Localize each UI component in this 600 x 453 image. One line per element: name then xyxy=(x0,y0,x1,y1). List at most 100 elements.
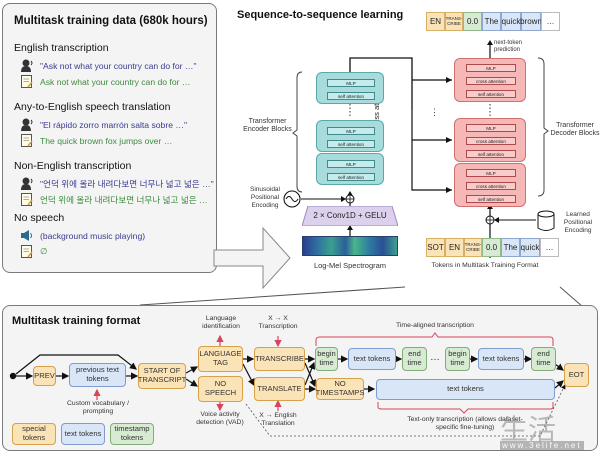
ellipsis: … xyxy=(430,352,440,363)
language-id-annotation: Language identification xyxy=(202,315,240,331)
transcript-row: The quick brown fox jumps over … xyxy=(20,134,172,147)
token: quick xyxy=(501,12,521,31)
prev-node: PREV xyxy=(33,366,56,386)
decoder-block-top: MLP cross attention self attention xyxy=(454,58,526,102)
audio-sample-row: "El rápido zorro marrón salta sobre …" xyxy=(20,118,187,131)
transcript-text: ∅ xyxy=(40,246,48,256)
token: brown xyxy=(520,12,542,31)
token: The xyxy=(482,12,501,31)
document-icon xyxy=(20,75,34,88)
decoder-self-attention: self attention xyxy=(466,150,516,158)
encoder-block-mid: MLP self attention xyxy=(316,120,384,152)
translate-node: TRANSLATE xyxy=(254,377,305,401)
encoder-self-attention: self attention xyxy=(327,92,375,100)
begin-time-node-1: begin time xyxy=(315,347,338,371)
section-heading: Non-English transcription xyxy=(14,160,132,172)
end-time-node-1: end time xyxy=(402,347,427,371)
section-heading: Any-to-English speech translation xyxy=(14,101,171,113)
transcript-row: 언덕 위에 올라 내려다보면 너무나 넓고 넓은 … xyxy=(20,193,208,206)
decoder-cross-attention: cross attention xyxy=(466,182,516,190)
spectrogram-label: Log-Mel Spectrogram xyxy=(313,261,387,270)
x-to-english-annotation: X → English Translation xyxy=(259,412,297,428)
encoder-block-bottom: MLP self attention xyxy=(316,153,384,185)
audio-sample-row: "언덕 위에 올라 내려다보면 너무나 넓고 넓은 …" xyxy=(20,177,214,190)
text-tokens-node-1: text tokens xyxy=(348,348,396,370)
tokens-caption: Tokens in Multitask Training Format xyxy=(431,262,539,269)
transcript-text: The quick brown fox jumps over … xyxy=(40,135,173,146)
sinusoidal-pe-label: Sinusoidal Positional Encoding xyxy=(250,186,280,209)
audio-sample-row: (background music playing) xyxy=(20,229,145,242)
token: EN xyxy=(426,12,445,31)
legend-text-tokens: text tokens xyxy=(61,423,105,445)
encoder-self-attention: self attention xyxy=(327,140,375,148)
decoder-cross-attention: cross attention xyxy=(466,137,516,145)
token: TRANS-CRIBE xyxy=(445,12,463,31)
legend-timestamp-tokens: timestamp tokens xyxy=(110,423,154,445)
seq2seq-title: Sequence-to-sequence learning xyxy=(237,9,404,21)
transcript-text: 언덕 위에 올라 내려다보면 너무나 넓고 넓은 … xyxy=(40,194,208,205)
document-icon xyxy=(20,245,34,258)
conv-gelu-label: 2 × Conv1D + GELU xyxy=(313,211,387,220)
section-heading: No speech xyxy=(14,212,65,224)
loudspeaker-icon xyxy=(20,229,34,242)
no-speech-node: NO SPEECH xyxy=(198,376,243,402)
legend-special-tokens: special tokens xyxy=(12,423,56,445)
text-tokens-long-node: text tokens xyxy=(376,379,555,400)
format-title: Multitask training format xyxy=(12,315,141,327)
decoder-self-attention: self attention xyxy=(466,90,516,98)
big-arrow-icon xyxy=(213,226,291,290)
start-of-transcript-node: START OF TRANSCRIPT xyxy=(138,363,186,389)
token: 0.0 xyxy=(482,238,501,257)
token: EN xyxy=(445,238,464,257)
audio-sample-text: (background music playing) xyxy=(40,230,146,241)
transcript-row: Ask not what your country can do for … xyxy=(20,75,190,88)
language-tag-node: LANGUAGE TAG xyxy=(198,346,243,372)
speaker-person-icon xyxy=(20,118,34,131)
token: TRANS-CRIBE xyxy=(464,238,482,257)
audio-sample-text: "언덕 위에 올라 내려다보면 너무나 넓고 넓은 …" xyxy=(40,178,214,189)
speaker-person-icon xyxy=(20,177,34,190)
transcribe-node: TRANSCRIBE xyxy=(254,347,305,371)
learned-pe-label: Learned Positional Encoding xyxy=(563,211,593,234)
decoder-block-mid: MLP cross attention self attention xyxy=(454,118,526,162)
database-cylinder-icon xyxy=(537,210,555,231)
decoder-block-bottom: MLP cross attention self attention xyxy=(454,163,526,207)
token: … xyxy=(541,12,560,31)
document-icon xyxy=(20,193,34,206)
encoder-self-attention: self attention xyxy=(327,173,375,181)
token: SOT xyxy=(426,238,445,257)
audio-sample-row: "Ask not what your country can do for …" xyxy=(20,59,197,72)
watermark-logo: 生活 xyxy=(500,408,556,448)
decoder-cross-attention: cross attention xyxy=(466,77,516,85)
vad-annotation: Voice activity detection (VAD) xyxy=(196,411,244,427)
token: The xyxy=(501,238,520,257)
transcript-text: Ask not what your country can do for … xyxy=(40,76,191,87)
training-data-title: Multitask training data (680k hours) xyxy=(14,15,208,27)
previous-text-tokens-node: previous text tokens xyxy=(69,363,126,387)
watermark-text: 生活 xyxy=(500,413,557,446)
custom-vocab-annotation: Custom vocabulary / prompting xyxy=(67,400,129,416)
encoder-mlp: MLP xyxy=(327,79,375,87)
audio-sample-text: "Ask not what your country can do for …" xyxy=(40,60,197,71)
document-icon xyxy=(20,134,34,147)
eot-node: EOT xyxy=(564,363,589,387)
decoder-blocks-label: Transformer Decoder Blocks xyxy=(550,122,600,138)
x-to-x-annotation: X → X Transcription xyxy=(258,315,298,331)
section-heading: English transcription xyxy=(14,42,109,54)
end-time-node-2: end time xyxy=(531,347,556,371)
decoder-self-attention: self attention xyxy=(466,195,516,203)
next-token-label: next-token prediction xyxy=(494,40,523,54)
spectrogram-image xyxy=(302,236,398,256)
svg-text:⋮: ⋮ xyxy=(430,107,439,117)
training-data-panel xyxy=(2,3,217,273)
decoder-mlp: MLP xyxy=(466,124,516,132)
conv-gelu-block: 2 × Conv1D + GELU xyxy=(302,206,398,226)
encoder-block-top: MLP self attention xyxy=(316,72,384,104)
token: quick xyxy=(520,238,540,257)
encoder-mlp: MLP xyxy=(327,160,375,168)
no-timestamps-node: NO TIMESTAMPS xyxy=(316,378,364,400)
transcript-row: ∅ xyxy=(20,245,48,258)
encoder-mlp: MLP xyxy=(327,127,375,135)
text-only-annotation: Text-only transcription (allows dataset-… xyxy=(407,416,523,432)
